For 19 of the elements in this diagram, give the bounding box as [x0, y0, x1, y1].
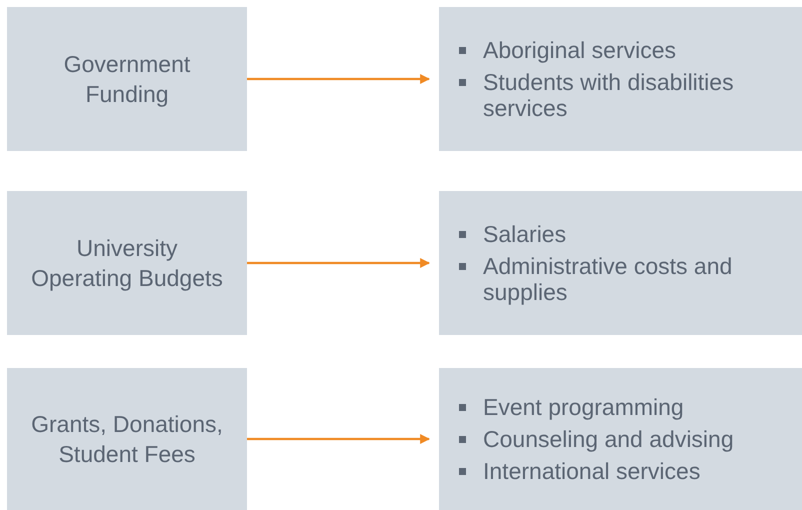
list-box — [439, 7, 802, 151]
list-item: Event programming — [483, 394, 684, 420]
list-box — [439, 191, 802, 335]
arrow — [247, 74, 430, 84]
source-box — [7, 7, 247, 151]
source-label: Grants, Donations, Student Fees — [30, 410, 224, 469]
source-box — [7, 191, 247, 335]
source-label: Government Funding — [62, 50, 192, 109]
list-item: Students with disabilities services — [483, 69, 734, 121]
list-box — [439, 368, 802, 510]
arrow — [247, 434, 430, 444]
list-item: Salaries — [483, 221, 566, 247]
list-item: International services — [483, 458, 700, 484]
list-item: Aboriginal services — [483, 37, 676, 63]
list-item: Counseling and advising — [483, 426, 734, 452]
arrow — [247, 258, 430, 268]
source-label: University Operating Budgets — [30, 234, 224, 293]
source-box — [7, 368, 247, 510]
list-item: Administrative costs and supplies — [483, 253, 732, 305]
